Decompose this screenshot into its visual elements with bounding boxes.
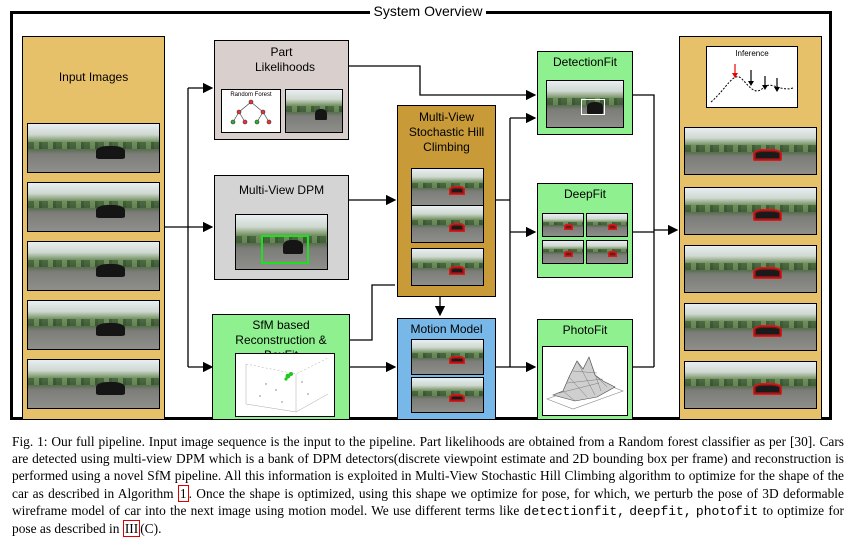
figure-title-text: System Overview (369, 3, 487, 19)
inference-label: Inference (735, 49, 769, 58)
motion-model-panel: Motion Model (397, 318, 496, 420)
detectionfit-bbox (581, 99, 605, 115)
caption-term-photofit: photofit (695, 503, 759, 519)
figure-caption: Fig. 1: Our full pipeline. Input image s… (12, 433, 844, 538)
edge-part-detfit (349, 65, 537, 101)
input-frame-3 (27, 241, 160, 291)
sfm-reconstruction-panel: SfM based Reconstruction & BoxFit (212, 314, 350, 420)
edge-sfm-mvshc (350, 284, 395, 341)
surface-plot-graphic (546, 356, 624, 410)
motion-model-title: Motion Model (410, 322, 483, 336)
input-frame-2 (27, 182, 160, 232)
output-frame-2 (684, 187, 817, 235)
sfm-reconstruction-title: SfM based Reconstruction & BoxFit (235, 318, 327, 362)
input-frame-1 (27, 123, 160, 173)
input-frame-5 (27, 359, 160, 409)
shc-frame-2 (411, 205, 484, 243)
caption-text-2: . Once the shape is optimized, using thi… (12, 485, 844, 518)
motion-frame-1 (411, 339, 484, 375)
output-frame-5 (684, 361, 817, 409)
inference-diagram: Inference (706, 46, 798, 108)
part-likelihoods-title: Part Likelihoods (255, 45, 316, 74)
motion-frame-2 (411, 377, 484, 413)
caption-text-3: to optimize for pose as described in (12, 502, 844, 537)
deepfit-panel: DeepFit (537, 183, 633, 278)
inference-curve-graphic (710, 64, 794, 103)
deepfit-thumb-3 (542, 240, 584, 264)
caption-ref-algorithm[interactable]: 1 (177, 484, 189, 502)
part-likelihoods-panel: Part Likelihoods Random Forest (214, 40, 349, 140)
input-images-title: Input Images (58, 70, 129, 84)
part-likelihood-image (285, 89, 343, 133)
output-frame-1 (684, 127, 817, 175)
caption-text-4: (C). (140, 521, 162, 537)
input-images-panel: Input Images (22, 36, 165, 420)
photofit-panel: PhotoFit (537, 319, 633, 420)
multiview-dpm-title: Multi-View DPM (238, 183, 325, 197)
pipeline-connectors (165, 65, 679, 373)
deepfit-title: DeepFit (563, 187, 607, 201)
figure-title: System Overview (0, 3, 856, 19)
input-frame-4 (27, 300, 160, 350)
detectionfit-image (546, 80, 624, 128)
point-cloud-graphic (245, 357, 329, 413)
output-frame-4 (684, 303, 817, 351)
detectionfit-title: DetectionFit (552, 55, 618, 69)
dpm-bounding-box (261, 235, 309, 264)
random-forest-label: Random Forest (230, 92, 272, 98)
inference-output-panel: Inference (679, 36, 822, 420)
shc-frame-1 (411, 168, 484, 206)
deepfit-thumb-1 (542, 213, 584, 237)
stochastic-hill-climbing-title: Multi-View Stochastic Hill Climbing (408, 110, 485, 154)
edge-fits-merge (633, 94, 655, 368)
stochastic-hill-climbing-panel: Multi-View Stochastic Hill Climbing (397, 105, 496, 297)
caption-term-detectionfit: detectionfit, (523, 503, 625, 519)
random-forest-diagram: Random Forest (221, 89, 281, 133)
dpm-detection-image (235, 214, 328, 270)
sfm-point-cloud-plot (235, 353, 335, 417)
deepfit-thumb-4 (586, 240, 628, 264)
caption-term-deepfit: deepfit, (629, 503, 692, 519)
deepfit-thumb-2 (586, 213, 628, 237)
multiview-dpm-panel: Multi-View DPM (214, 175, 349, 280)
caption-ref-section[interactable]: III (122, 520, 141, 538)
shc-frame-3 (411, 248, 484, 286)
edge-input-split (165, 88, 189, 367)
output-frame-3 (684, 245, 817, 293)
edge-mvshc-fits (496, 118, 511, 367)
tree-icon (230, 99, 272, 125)
photofit-surface-plot (542, 346, 628, 416)
detectionfit-panel: DetectionFit (537, 51, 633, 135)
photofit-title: PhotoFit (562, 323, 608, 337)
caption-text-1: Fig. 1: Our full pipeline. Input image s… (12, 434, 844, 501)
